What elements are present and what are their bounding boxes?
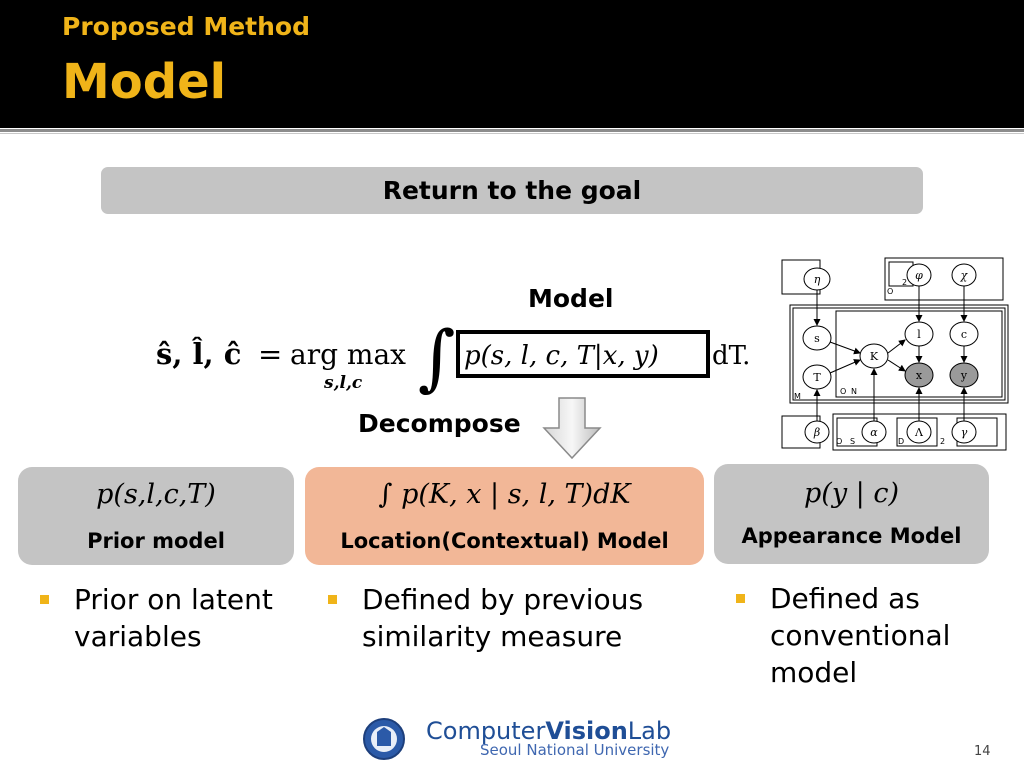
bullet-prior-line-1: Prior on latent — [74, 583, 273, 616]
graph-node-beta: β — [813, 426, 820, 439]
appearance-model-formula: p(y | c) — [804, 478, 899, 509]
equation-integral: ∫ — [418, 315, 456, 399]
location-model-formula: ∫ p(K, x | s, l, T)dK — [378, 479, 631, 510]
page-number: 14 — [974, 744, 991, 759]
bullet-location-line-2: similarity measure — [362, 620, 623, 653]
location-model-label: Location(Contextual) Model — [340, 529, 669, 553]
lab-logo-word-lab: Lab — [627, 717, 672, 745]
decompose-label: Decompose — [358, 409, 521, 438]
location-model-box: ∫ p(K, x | s, l, T)dK Location(Contextua… — [305, 467, 704, 565]
equation-operator-subscript: s,l,c — [323, 373, 363, 393]
bullet-marker — [40, 595, 49, 604]
plate-label-2-top: 2 — [902, 278, 907, 287]
graph-node-T: T — [813, 371, 821, 384]
graph-node-y: y — [960, 369, 968, 382]
prior-model-box: p(s,l,c,T) Prior model — [18, 467, 294, 565]
prior-model-label: Prior model — [87, 529, 225, 553]
university-emblem-icon — [363, 718, 405, 760]
goal-banner-label: Return to the goal — [382, 176, 642, 205]
goal-banner: Return to the goal — [101, 167, 923, 214]
graph-node-l: l — [917, 328, 921, 341]
bullet-marker — [736, 594, 745, 603]
lab-logo-text: ComputerVisionLab — [426, 717, 671, 745]
lab-logo-subtitle: Seoul National University — [480, 741, 670, 759]
graph-node-eta: η — [814, 273, 821, 286]
bullet-appearance-line-3: model — [770, 656, 858, 689]
equation-differential: dT. — [712, 341, 750, 371]
bullet-prior-line-2: variables — [74, 620, 202, 653]
equation-lhs: ŝ, l̂, ĉ — [156, 337, 241, 371]
equation-equals: = — [258, 337, 282, 371]
graph-node-lambda: Λ — [914, 426, 924, 439]
bullet-appearance-line-1: Defined as — [770, 582, 920, 615]
lab-logo-word-vision: Vision — [545, 717, 628, 745]
decompose-arrow-icon — [542, 397, 602, 460]
graph-node-alpha: α — [870, 426, 878, 439]
plate-label-2-bottom: 2 — [940, 437, 945, 446]
appearance-model-label: Appearance Model — [741, 524, 962, 548]
bullet-appearance-line-2: conventional — [770, 619, 951, 652]
graph-node-phi: φ — [915, 269, 923, 282]
bullet-location-line-1: Defined by previous — [362, 583, 644, 616]
graph-node-chi: χ — [960, 269, 969, 282]
graph-node-s: s — [814, 332, 820, 345]
model-label: Model — [528, 284, 614, 313]
plate-label-N: N — [851, 387, 857, 396]
prior-model-formula: p(s,l,c,T) — [96, 479, 216, 510]
model-highlight-box — [456, 330, 710, 378]
plate-label-O-mid: O — [840, 387, 846, 396]
graph-node-x: x — [916, 369, 923, 382]
graph-node-c: c — [961, 328, 967, 341]
plate-label-O-bottom: O — [836, 437, 842, 446]
equation-operator: arg max — [290, 338, 406, 371]
graph-node-gamma: γ — [961, 426, 968, 439]
bullet-marker — [328, 595, 337, 604]
plate-label-M: M — [794, 392, 801, 401]
graphical-model-diagram: η s T K l c x y φ χ β α Λ γ — [781, 257, 1009, 451]
main-equation: ŝ, l̂, ĉ = arg max s,l,c ∫ p(s, l, c, T|… — [156, 315, 750, 399]
slide-subtitle: Proposed Method — [62, 12, 310, 41]
plate-label-S: S — [850, 437, 855, 446]
equation-model-term: p(s, l, c, T|x, y) — [464, 341, 659, 371]
plate-label-O-top: O — [887, 287, 893, 296]
lab-logo-word-computer: Computer — [426, 717, 546, 745]
header-bar: Proposed Method Model — [0, 0, 1024, 128]
header-divider — [0, 129, 1024, 132]
slide-title: Model — [62, 54, 227, 110]
appearance-model-box: p(y | c) Appearance Model — [714, 464, 989, 564]
graph-node-K: K — [870, 350, 879, 363]
plate-label-D: D — [898, 437, 904, 446]
header-divider-thin — [0, 133, 1024, 134]
